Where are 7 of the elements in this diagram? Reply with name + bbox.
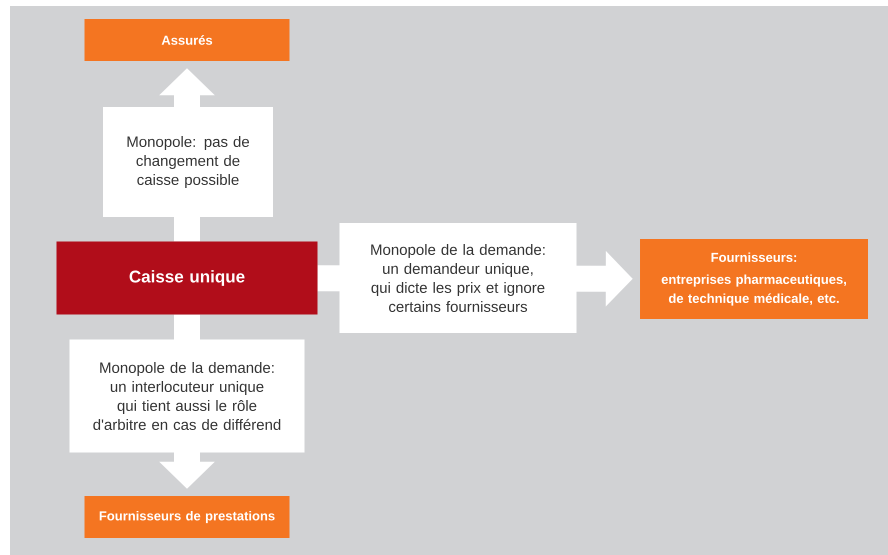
box: Caisse unique bbox=[56, 242, 318, 314]
edge-label: Monopole: pas de changement de caisse possible bbox=[103, 107, 273, 217]
edge-label: Monopole de la demande: un interlocuteur unique qui tient aussi le rôle d'arbitre en cas de différend bbox=[70, 340, 304, 452]
box: Fournisseurs de prestations bbox=[84, 496, 290, 538]
box: Assurés bbox=[84, 19, 290, 61]
edge-label: Monopole de la demande: un demandeur unique, qui dicte les prix et ignore certains fournisseurs bbox=[340, 223, 576, 333]
box: Fournisseurs: entreprises pharmaceutiques, de technique médicale, etc. bbox=[640, 239, 868, 319]
